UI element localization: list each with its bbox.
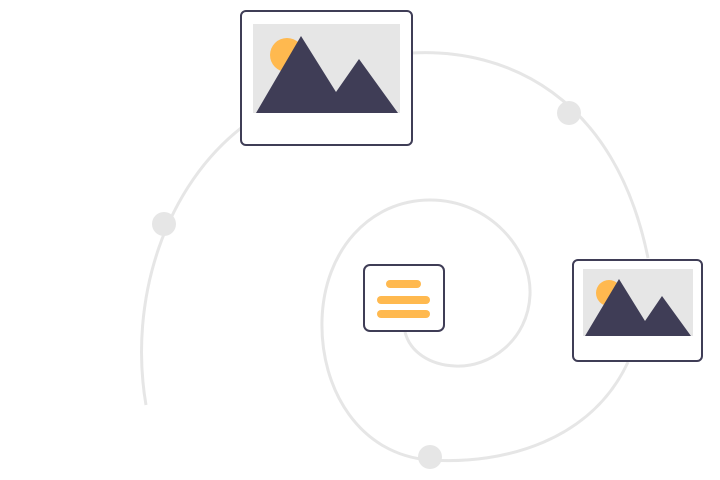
image-icon (240, 10, 413, 146)
spiral-dot (418, 445, 442, 469)
spiral-dot (152, 212, 176, 236)
document-icon (363, 264, 445, 332)
image-icon (572, 259, 703, 362)
spiral-dot (557, 101, 581, 125)
spiral-path (140, 51, 650, 463)
